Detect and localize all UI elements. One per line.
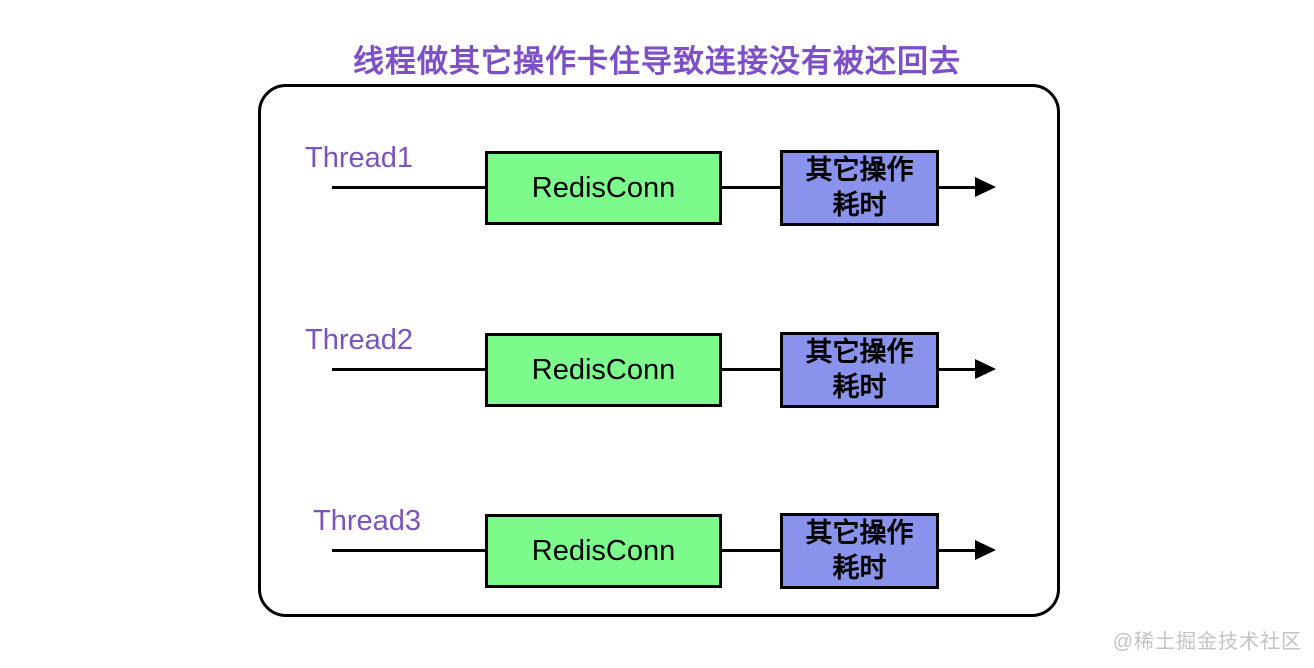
watermark: @稀土掘金技术社区 — [1112, 631, 1302, 653]
redisconn-node: RedisConn — [485, 333, 722, 407]
redisconn-label: RedisConn — [531, 171, 676, 204]
redisconn-node: RedisConn — [485, 151, 722, 225]
other-operation-label-line1: 其它操作 — [805, 155, 914, 185]
connector-line — [722, 186, 780, 189]
arrow-line — [939, 368, 979, 371]
connector-line — [722, 549, 780, 552]
arrow-head-icon — [975, 359, 996, 379]
connector-line — [722, 368, 780, 371]
diagram-frame: Thread1 RedisConn 其它操作 耗时 Thread2 RedisC… — [258, 84, 1060, 617]
thread-row-3: Thread3 RedisConn 其它操作 耗时 — [261, 501, 1057, 601]
connector-line — [332, 186, 485, 189]
other-operation-label-line2: 耗时 — [832, 372, 887, 402]
thread-row-1: Thread1 RedisConn 其它操作 耗时 — [261, 138, 1057, 238]
other-operation-label-line1: 其它操作 — [805, 337, 914, 367]
other-operation-label-line1: 其它操作 — [805, 518, 914, 548]
redisconn-node: RedisConn — [485, 514, 722, 588]
redisconn-label: RedisConn — [531, 534, 676, 567]
other-operation-node: 其它操作 耗时 — [780, 332, 939, 408]
arrow-head-icon — [975, 540, 996, 560]
arrow-line — [939, 549, 979, 552]
connector-line — [332, 368, 485, 371]
other-operation-node: 其它操作 耗时 — [780, 150, 939, 226]
arrow-line — [939, 186, 979, 189]
diagram-title: 线程做其它操作卡住导致连接没有被还回去 — [353, 44, 961, 79]
other-operation-label-line2: 耗时 — [832, 190, 887, 220]
thread-label: Thread2 — [305, 324, 414, 356]
connector-line — [332, 549, 485, 552]
thread-label: Thread1 — [305, 142, 414, 174]
other-operation-label-line2: 耗时 — [832, 553, 887, 583]
arrow-head-icon — [975, 177, 996, 197]
other-operation-node: 其它操作 耗时 — [780, 513, 939, 589]
thread-label: Thread3 — [313, 505, 422, 537]
redisconn-label: RedisConn — [531, 353, 676, 386]
thread-row-2: Thread2 RedisConn 其它操作 耗时 — [261, 320, 1057, 420]
